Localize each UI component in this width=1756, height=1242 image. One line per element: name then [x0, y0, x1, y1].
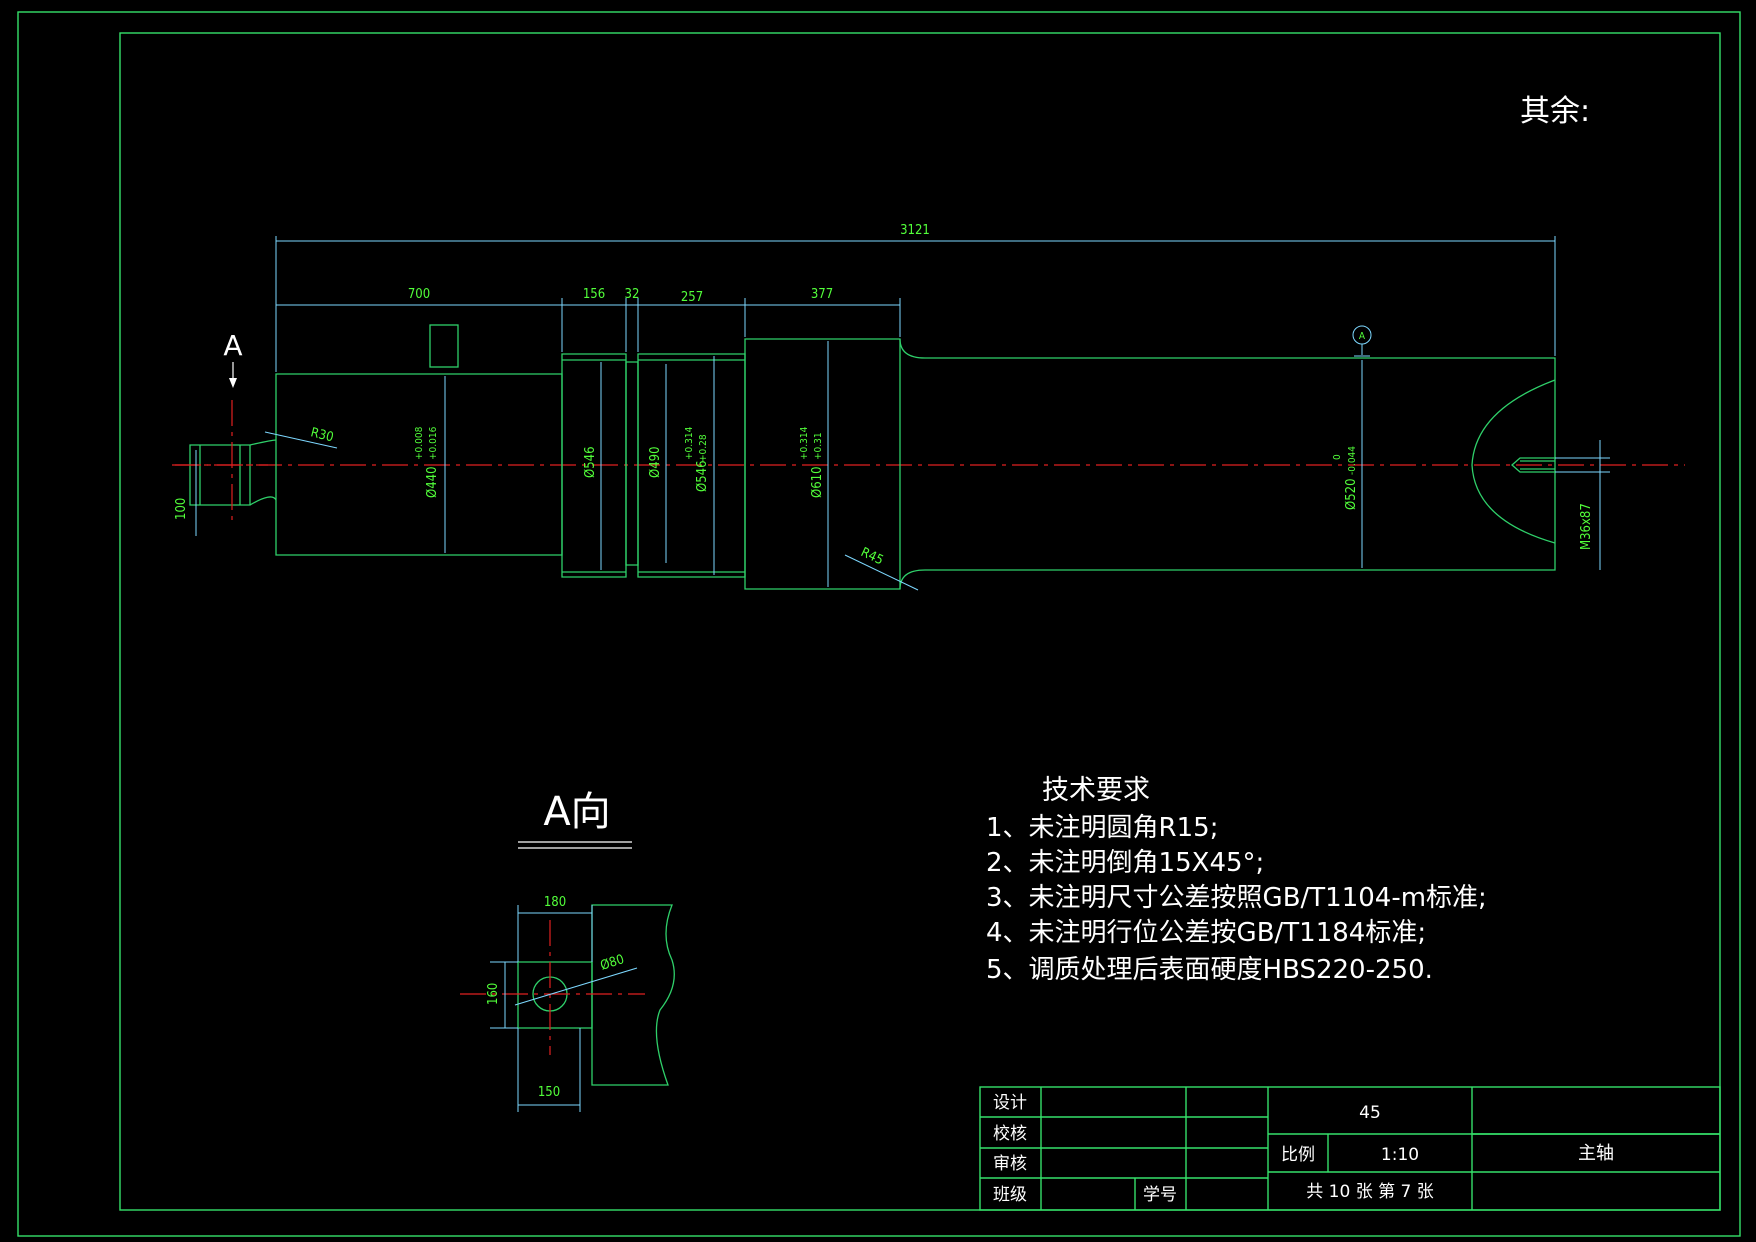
- inner-border: [119, 32, 1721, 1211]
- left-end-stub: [189, 439, 277, 506]
- d610-tol-bot: +0.31: [813, 432, 824, 460]
- shaft-segment-490: [625, 361, 639, 566]
- r30-label: R30: [309, 425, 335, 445]
- tb-check: 校核: [993, 1124, 1027, 1144]
- shaft-segment-520: [899, 338, 1556, 590]
- thread-label: M36x87: [1579, 503, 1594, 550]
- requirements-title: 技术要求: [1042, 775, 1150, 806]
- horizontal-dimensions: [275, 236, 1556, 372]
- view-a-title: A向: [543, 789, 610, 835]
- view-a-arrowhead: [229, 378, 237, 388]
- thread-hole: [1511, 457, 1555, 473]
- tb-scale-label: 比例: [1281, 1145, 1315, 1165]
- tb-student-no: 学号: [1143, 1185, 1177, 1205]
- dim-overall: 3121: [900, 223, 930, 238]
- d610-tol-top: +0.314: [799, 426, 810, 460]
- tb-sheets: 共 10 张 第 7 张: [1306, 1182, 1433, 1202]
- requirement-4: 4、未注明行位公差按GB/T1184标准;: [986, 918, 1426, 948]
- dim-d80-leader: [514, 967, 638, 1006]
- dim-150-label: 150: [538, 1085, 560, 1100]
- d440-tol-top: +0.008: [414, 426, 425, 460]
- r45-label: R45: [858, 545, 885, 568]
- d100-label: 100: [174, 498, 189, 520]
- d520-tol-bot: -0.044: [1347, 446, 1358, 475]
- dim-seg2: 156: [583, 287, 605, 302]
- d520-label: Ø520: [1344, 478, 1359, 510]
- d546b-tol-bot: +0.28: [698, 434, 709, 462]
- technical-requirements: 技术要求 1、未注明圆角R15; 2、未注明倒角15X45°; 3、未注明尺寸公…: [986, 775, 1487, 985]
- d546b-label: Ø546: [695, 460, 710, 492]
- view-a-block: [517, 961, 593, 1029]
- d520-tol-top: 0: [1332, 454, 1343, 460]
- dim-seg5: 377: [811, 287, 833, 302]
- requirement-2: 2、未注明倒角15X45°;: [986, 848, 1264, 878]
- tb-class: 班级: [993, 1185, 1027, 1205]
- shaft-segment-546a: [561, 353, 627, 578]
- d440-label: Ø440: [425, 466, 440, 498]
- title-block: 设计 校核 审核 班级 学号 45 比例 1:10 主轴 共 10 张 第 7 …: [979, 1086, 1721, 1211]
- view-a: A向 180 160 150 Ø80: [460, 789, 675, 1112]
- d546b-tol-top: +0.314: [684, 426, 695, 460]
- tb-design: 设计: [993, 1093, 1027, 1113]
- d440-tol-bot: +0.016: [428, 426, 439, 460]
- dim-180-label: 180: [544, 895, 566, 910]
- dim-160-label: 160: [486, 983, 501, 1005]
- tb-material: 45: [1359, 1103, 1381, 1123]
- datum-a-label: A: [1359, 331, 1366, 342]
- shaft-view: 100 M36x87 A A: [172, 223, 1685, 591]
- requirement-3: 3、未注明尺寸公差按照GB/T1104-m标准;: [986, 883, 1487, 913]
- dim-seg3: 32: [625, 287, 640, 302]
- requirement-1: 1、未注明圆角R15;: [986, 813, 1218, 843]
- requirement-5: 5、调质处理后表面硬度HBS220-250.: [986, 955, 1433, 985]
- tb-scale-value: 1:10: [1381, 1145, 1419, 1165]
- d610-label: Ø610: [810, 466, 825, 498]
- dim-seg4: 257: [681, 290, 703, 305]
- tb-part-name: 主轴: [1578, 1143, 1614, 1164]
- view-a-arrow-label: A: [223, 329, 242, 362]
- roughness-note: 其余:: [1520, 94, 1590, 129]
- r30-leader: [264, 431, 338, 449]
- dim-seg1: 700: [408, 287, 430, 302]
- d546a-label: Ø546: [583, 446, 598, 478]
- dim-d80-label: Ø80: [599, 952, 627, 974]
- r45-leader: [844, 554, 919, 591]
- tb-review: 审核: [993, 1154, 1027, 1174]
- outer-border: [17, 11, 1741, 1237]
- d490-label: Ø490: [648, 446, 663, 478]
- key-slot: [429, 324, 459, 368]
- view-a-body: [591, 904, 675, 1086]
- end-face-arc: [1471, 379, 1556, 544]
